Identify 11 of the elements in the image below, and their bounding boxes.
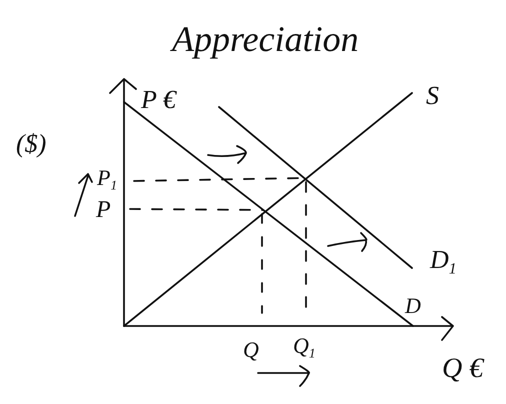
axis-label: P xyxy=(96,198,111,224)
axis-label: Q$_{1}$ xyxy=(293,334,316,360)
axis-label: Q xyxy=(243,338,259,362)
axis-label: ($) xyxy=(16,130,46,158)
axis-label: D xyxy=(405,294,421,318)
axis-label: D$_{1}$ xyxy=(430,246,457,278)
axis-label: P € xyxy=(141,86,176,114)
axis-label: S xyxy=(426,82,439,110)
handwritten-title: Appreciation xyxy=(172,20,359,60)
axis-label: Q € xyxy=(442,354,484,384)
axis-label: P$_{1}$ xyxy=(97,166,118,192)
